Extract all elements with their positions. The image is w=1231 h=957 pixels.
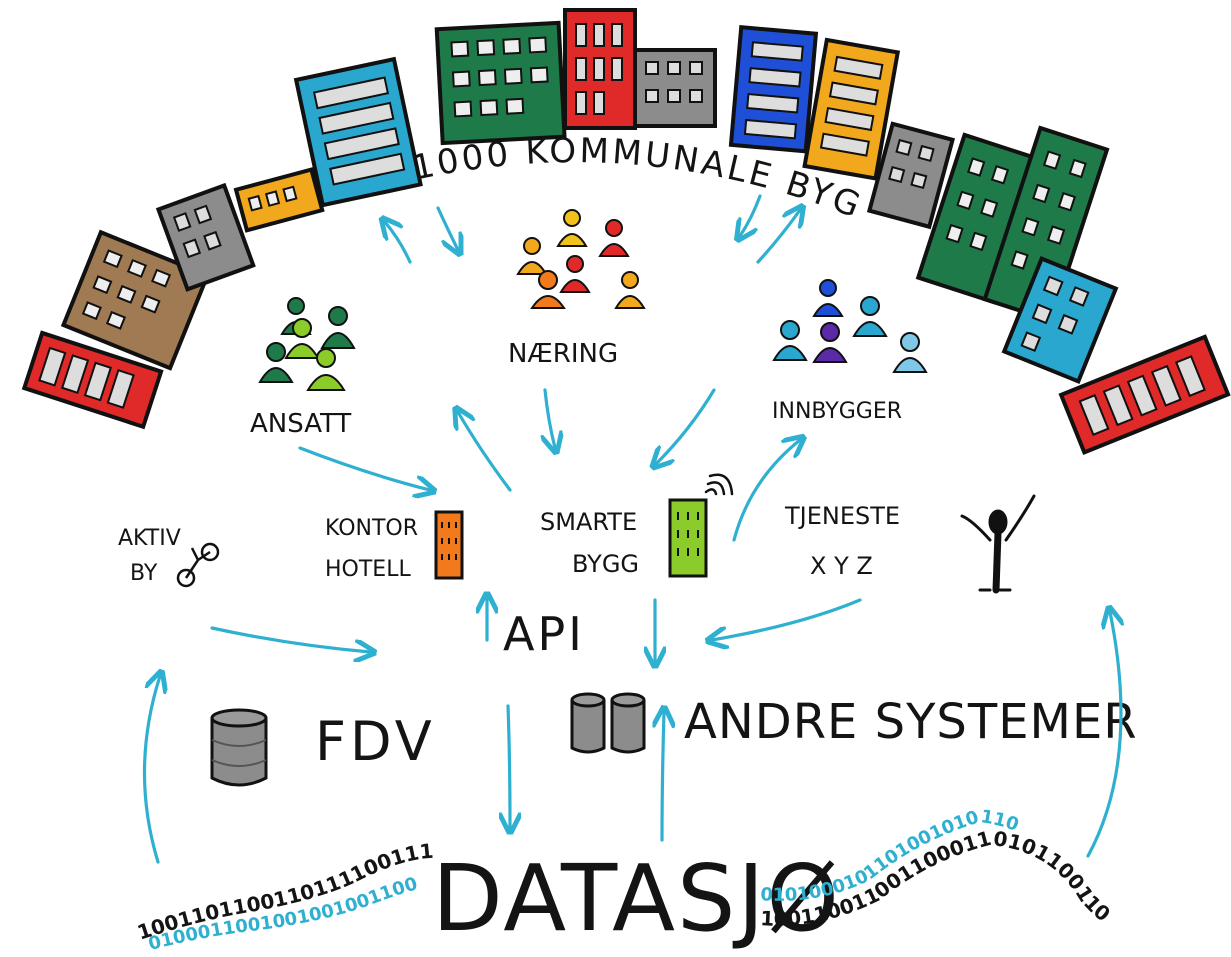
service-tjeneste: TJENESTE X Y Z <box>784 494 1036 594</box>
building-gray-top <box>633 48 717 128</box>
building-orange-small <box>233 167 325 233</box>
arrow-tjeneste-to-api <box>712 598 862 640</box>
aktiv-by-line-1: AKTIV <box>118 526 181 551</box>
datasjo-label: DATASJØ <box>432 845 841 952</box>
fdv-database-icon <box>210 708 268 787</box>
building-sky-left <box>293 56 423 208</box>
group-innbygger: INNBYGGER <box>772 279 928 424</box>
person-icon <box>812 279 844 317</box>
andre-systemer-label: ANDRE SYSTEMER <box>684 694 1138 750</box>
building-red-left <box>21 330 164 430</box>
building-sky-right <box>1001 256 1119 384</box>
fdv-label: FDV <box>315 710 436 773</box>
smart-building-icon <box>668 498 708 578</box>
person-icon <box>559 255 591 293</box>
person-icon <box>852 296 888 337</box>
building-red-top <box>563 8 637 130</box>
person-icon <box>530 270 566 309</box>
building-red-right <box>1058 334 1231 456</box>
building-tan <box>60 229 211 371</box>
wifi-signal-icon <box>704 473 734 496</box>
group-innbygger-label: INNBYGGER <box>772 399 902 424</box>
arrow-datasjo-up-to-andre-systemer <box>662 712 664 842</box>
building-arc <box>21 8 1231 456</box>
building-green-right <box>915 125 1110 324</box>
service-smarte-bygg: SMARTE BYGG <box>540 473 734 578</box>
person-icon <box>320 306 356 349</box>
kontorhotell-line-1: KONTOR <box>325 516 418 541</box>
person-icon <box>614 271 646 309</box>
arrow-api-down-to-datasjo <box>508 704 510 828</box>
arrow-datasjo-left-up <box>142 676 160 864</box>
group-naering: NÆRING <box>508 209 646 369</box>
building-blue-top <box>728 25 819 154</box>
andre-systemer-database-icon <box>570 692 646 754</box>
building-green-top <box>434 20 567 146</box>
person-icon <box>598 219 630 257</box>
arrow-up-left-to-buildings <box>385 222 412 264</box>
arrow-ansatt-to-kontorhotell <box>298 446 430 490</box>
arrow-innbygger-to-smarte-bygg <box>656 388 716 464</box>
arrow-smarte-bygg-to-innbygger <box>732 440 800 542</box>
flow-arrows <box>142 194 1121 864</box>
api-label: API <box>503 607 585 661</box>
person-icon <box>516 237 548 275</box>
smarte-bygg-line-2: BYGG <box>572 550 639 578</box>
bicycle-icon <box>176 542 220 588</box>
office-building-icon <box>434 510 464 580</box>
arrow-naering-to-smarte-bygg <box>545 388 555 448</box>
service-kontorhotell: KONTOR HOTELL <box>325 510 464 582</box>
aktiv-by-line-2: BY <box>130 561 158 586</box>
arrow-aktiv-by-to-api <box>210 626 370 652</box>
person-waving-icon <box>960 494 1036 594</box>
kontorhotell-line-2: HOTELL <box>325 557 411 582</box>
arrow-datasjo-right-up <box>1086 612 1121 858</box>
person-icon <box>892 332 928 373</box>
person-icon <box>306 348 346 391</box>
building-orange-top <box>802 37 901 181</box>
arrow-up-right-to-buildings <box>756 210 800 264</box>
group-naering-label: NÆRING <box>508 339 618 369</box>
group-ansatt: ANSATT <box>250 297 356 439</box>
group-ansatt-label: ANSATT <box>250 409 351 439</box>
tjeneste-line-2: X Y Z <box>810 552 873 580</box>
person-icon <box>284 318 320 359</box>
building-gray-right <box>866 121 956 230</box>
person-icon <box>772 320 808 361</box>
arrow-down-from-buildings-left <box>436 206 458 250</box>
arrow-up-to-naering-left <box>458 412 512 492</box>
arrow-down-from-buildings-right <box>740 194 762 236</box>
person-icon <box>258 342 294 383</box>
tjeneste-line-1: TJENESTE <box>784 502 900 530</box>
service-aktiv-by: AKTIV BY <box>118 526 220 588</box>
person-icon <box>812 322 848 363</box>
building-gray-left <box>155 182 256 292</box>
person-icon <box>556 209 588 247</box>
smarte-bygg-line-1: SMARTE <box>540 508 637 536</box>
